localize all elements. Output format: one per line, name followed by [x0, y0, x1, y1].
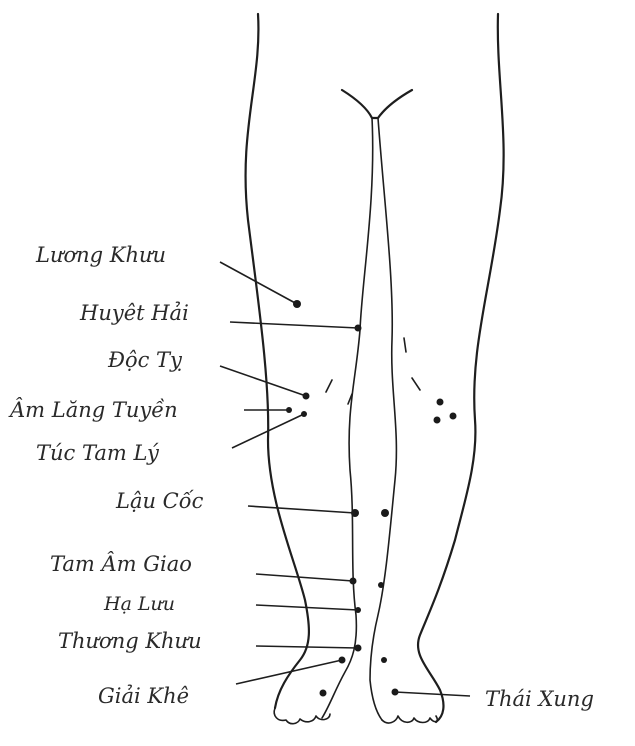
point-left-foot	[320, 690, 327, 697]
label-luong-khau: Lương Khưu	[35, 243, 166, 267]
label-tuc-tam-ly: Túc Tam Lý	[36, 441, 160, 465]
knee-marks	[326, 338, 420, 404]
right-leg-outline	[370, 14, 504, 723]
label-thuong-khau: Thương Khưu	[58, 629, 202, 653]
point-right-foot-1	[381, 657, 387, 663]
labels: Lương Khưu Huyêt Hải Độc Tỵ Âm Lăng Tuyề…	[8, 243, 594, 711]
point-lau-coc-right	[381, 509, 389, 517]
label-am-lang-tuyen: Âm Lăng Tuyền	[8, 398, 178, 422]
label-lau-coc: Lậu Cốc	[115, 489, 204, 513]
crotch-outline	[342, 90, 412, 118]
label-huyet-hai: Huyêt Hải	[79, 301, 189, 325]
acupoint-dots	[286, 300, 457, 697]
leader-lines	[220, 262, 470, 696]
point-right-knee-3	[450, 413, 457, 420]
point-tam-am-giao-right	[378, 582, 384, 588]
label-giai-khe: Giải Khê	[98, 684, 189, 708]
label-ha-luu: Hạ Lưu	[103, 593, 175, 615]
label-doc-ty: Độc Tỵ	[107, 348, 183, 372]
left-leg-outline	[246, 14, 373, 724]
label-thai-xung: Thái Xung	[485, 687, 594, 711]
point-right-knee-1	[437, 399, 444, 406]
point-right-knee-2	[434, 417, 441, 424]
label-tam-am-giao: Tam Âm Giao	[50, 552, 192, 576]
